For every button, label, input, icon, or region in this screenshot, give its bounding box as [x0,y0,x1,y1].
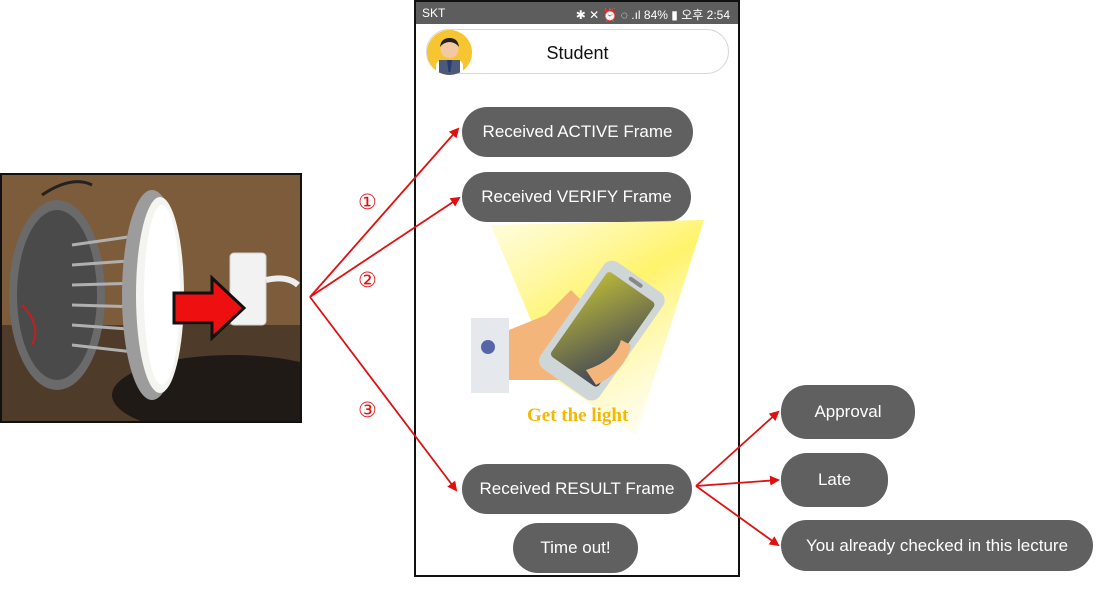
timeout-button[interactable]: Time out! [513,523,638,573]
active-frame-button[interactable]: Received ACTIVE Frame [462,107,693,157]
late-result: Late [781,453,888,507]
verify-frame-button[interactable]: Received VERIFY Frame [462,172,691,222]
step-marker-1: ① [358,191,377,214]
student-avatar [427,30,472,75]
already-checked-result: You already checked in this lecture [781,520,1093,571]
step-marker-2: ② [358,269,377,292]
arrow-to-already [695,485,780,547]
arrow-to-verify [309,196,461,298]
status-carrier: SKT [422,6,446,20]
header-title: Student [546,43,609,63]
arrow-to-late [695,475,780,487]
illustration-caption: Get the light [527,405,629,426]
step-marker-3: ③ [358,399,377,422]
arrow-to-active [309,127,460,298]
arrow-to-result [309,296,458,492]
status-bar: SKT ✱ ✕ ⏰ ◌ .ıl 84% ▮ 오후 2:54 [416,2,738,24]
status-indicators: ✱ ✕ ⏰ ◌ .ıl 84% ▮ 오후 2:54 [575,8,730,22]
result-frame-button[interactable]: Received RESULT Frame [462,464,692,514]
get-the-light-illustration [471,220,704,435]
header-bar: Student [426,29,729,75]
light-fixture-photo [0,173,302,423]
phone-screen: SKT ✱ ✕ ⏰ ◌ .ıl 84% ▮ 오후 2:54 Student Re… [414,0,740,577]
arrow-to-approval [695,410,780,487]
approval-result: Approval [781,385,915,439]
student-icon [427,30,472,75]
light-fixture-image [2,175,300,421]
